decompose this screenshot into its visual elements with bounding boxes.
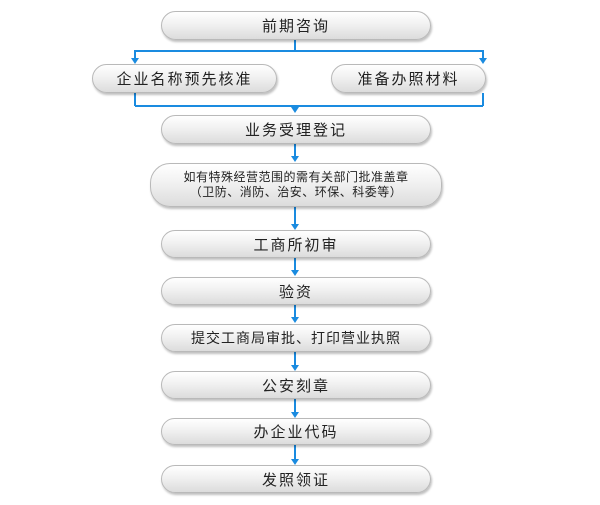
- step-submit-approval-label: 提交工商局审批、打印营业执照: [191, 331, 401, 347]
- connector-9-10: [294, 445, 296, 459]
- step-issue-license-label: 发照领证: [261, 470, 330, 489]
- connector-8-9: [294, 399, 296, 412]
- connector-merge-left: [134, 93, 136, 106]
- connector-7-8: [294, 352, 296, 365]
- step-organization-code-label: 办企业代码: [253, 423, 339, 441]
- connector-3-4: [294, 144, 296, 156]
- step-prepare-materials: 准备办照材料: [331, 64, 486, 93]
- arrow-to-step3: [291, 107, 299, 113]
- step-name-pre-approval: 企业名称预先核准: [92, 64, 277, 93]
- arrow-to-step5: [291, 224, 299, 230]
- step-submit-approval: 提交工商局审批、打印营业执照: [161, 324, 431, 352]
- step-registration: 业务受理登记: [161, 115, 431, 144]
- arrow-to-step7: [291, 317, 299, 323]
- step-special-approval-line1: 如有特殊经营范围的需有关部门批准盖章: [183, 170, 409, 184]
- connector-5-6: [294, 258, 296, 270]
- step-police-seal-label: 公安刻章: [261, 376, 330, 395]
- step-name-pre-approval-label: 企业名称预先核准: [116, 70, 253, 88]
- arrow-to-left-branch: [131, 58, 139, 64]
- arrow-to-step9: [291, 412, 299, 418]
- connector-merge-horizontal: [135, 105, 483, 107]
- step-capital-verification: 验资: [161, 277, 431, 305]
- arrow-to-right-branch: [479, 58, 487, 64]
- step-preliminary-review: 工商所初审: [161, 230, 431, 258]
- connector-split-right: [482, 50, 484, 58]
- step-issue-license: 发照领证: [161, 465, 431, 493]
- connector-6-7: [294, 305, 296, 317]
- step-special-approval-line2: （卫防、消防、治安、环保、科委等）: [189, 185, 403, 199]
- connector-split-left: [134, 50, 136, 58]
- step-initial-consultation: 前期咨询: [161, 11, 431, 40]
- step-initial-consultation-label: 前期咨询: [261, 17, 330, 35]
- step-preliminary-review-label: 工商所初审: [253, 235, 339, 254]
- arrow-to-step8: [291, 365, 299, 371]
- connector-4-5: [294, 207, 296, 224]
- arrow-to-step10: [291, 459, 299, 465]
- step-police-seal: 公安刻章: [161, 371, 431, 399]
- step-organization-code: 办企业代码: [161, 418, 431, 445]
- arrow-to-step4: [291, 156, 299, 162]
- connector-merge-right: [482, 93, 484, 106]
- step-prepare-materials-label: 准备办照材料: [357, 70, 460, 88]
- step-registration-label: 业务受理登记: [244, 121, 347, 139]
- connector-1-down: [294, 40, 296, 51]
- step-special-approval: 如有特殊经营范围的需有关部门批准盖章 （卫防、消防、治安、环保、科委等）: [150, 163, 442, 207]
- arrow-to-step6: [291, 270, 299, 276]
- connector-split-horizontal: [135, 50, 483, 52]
- step-capital-verification-label: 验资: [278, 282, 313, 301]
